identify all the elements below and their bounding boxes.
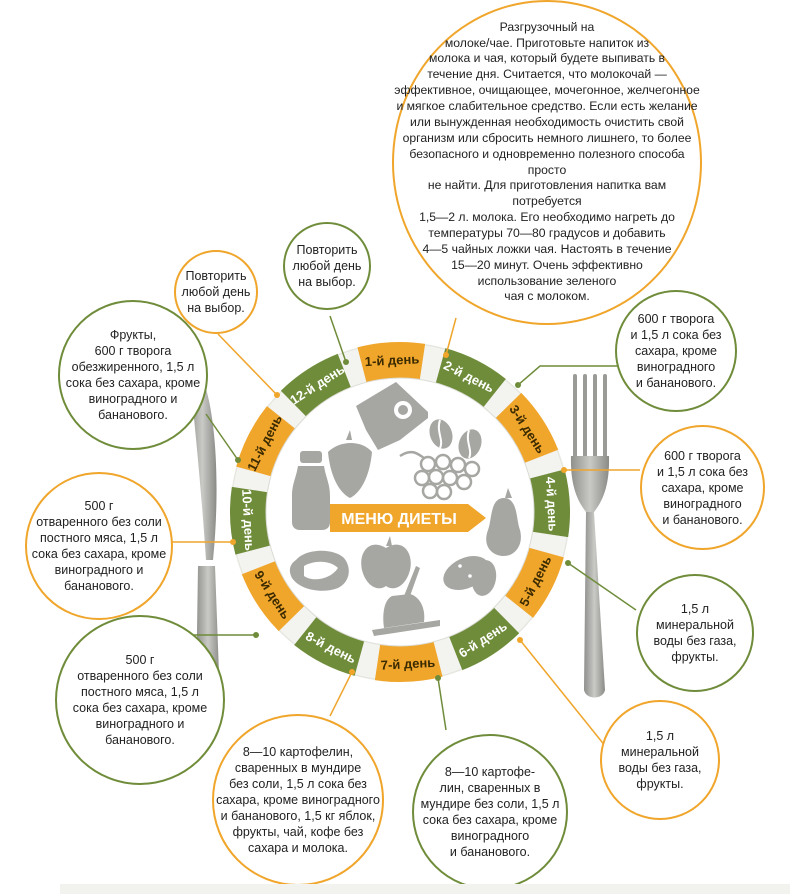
day-segment-9	[241, 561, 305, 632]
connector-dot-day8	[253, 632, 259, 638]
day-segment-10	[229, 486, 271, 555]
potatoes-icon	[443, 556, 497, 596]
footer-strip	[60, 884, 790, 894]
day-segment-8	[294, 616, 365, 676]
milk-bottle-icon	[292, 451, 330, 530]
description-text-day9: 500 г отваренного без соли постного мяса…	[31, 499, 167, 593]
description-bubble-day8: 500 г отваренного без соли постного мяса…	[55, 615, 225, 785]
connector-dot-day2	[515, 382, 521, 388]
day-label-1: 1-й день	[364, 351, 419, 369]
connector-day11	[217, 333, 278, 396]
strawberry-icon	[328, 430, 372, 498]
description-text-day2: 600 г творога и 1,5 л сока без сахара, к…	[630, 312, 722, 390]
connector-dot-day1	[443, 352, 449, 358]
meat-icon	[289, 550, 349, 591]
connector-day10	[205, 413, 239, 461]
description-bubble-day6: 8—10 картофе- лин, сваренных в мундире б…	[412, 734, 568, 890]
day-segment-6	[449, 607, 520, 671]
connector-dot-day6	[435, 675, 441, 681]
apple-icon	[361, 536, 411, 589]
connector-dot-day4	[565, 560, 571, 566]
connector-dot-day5	[517, 637, 523, 643]
day-segment-1	[357, 342, 426, 383]
pear-icon	[486, 488, 521, 556]
connector-dot-day3	[561, 467, 567, 473]
day-segment-2	[435, 348, 506, 408]
menu-title: МЕНЮ ДИЕТЫ	[341, 511, 457, 528]
sour-cream-icon	[372, 566, 440, 636]
description-text-day8: 500 г отваренного без соли постного мяса…	[72, 653, 208, 747]
coffee-beans-icon	[429, 419, 482, 459]
connector-day4	[567, 562, 637, 611]
description-bubble-day3: 600 г творога и 1,5 л сока без сахара, к…	[640, 425, 765, 550]
day-label-4: 4-й день	[543, 476, 561, 531]
day-label-7: 7-й день	[380, 655, 435, 673]
description-text-day12: Повторить любой день на выбор.	[292, 243, 362, 289]
description-bubble-day1: Разгрузочный на молоке/чае. Приготовьте …	[392, 0, 702, 325]
description-bubble-day12: Повторить любой день на выбор.	[283, 222, 371, 310]
day-segment-11	[236, 406, 296, 477]
fork-icon	[570, 374, 610, 698]
day-segment-7	[374, 641, 443, 682]
connector-dot-day7	[349, 669, 355, 675]
description-text-day11: Повторить любой день на выбор.	[181, 269, 251, 315]
day-segment-12	[280, 353, 351, 417]
milk-carton-icon	[356, 382, 428, 450]
connector-day1	[445, 317, 457, 356]
connector-dot-day11	[274, 392, 280, 398]
description-bubble-day10: Фрукты, 600 г творога обезжиренного, 1,5…	[58, 300, 208, 450]
description-bubble-day7: 8—10 картофелин, сваренных в мундире без…	[212, 714, 384, 886]
description-text-day1: Разгрузочный на молоке/чае. Приготовьте …	[394, 19, 700, 304]
connector-dot-day12	[343, 359, 349, 365]
day-segment-3	[495, 392, 559, 463]
description-bubble-day11: Повторить любой день на выбор.	[174, 250, 258, 334]
description-text-day6: 8—10 картофе- лин, сваренных в мундире б…	[420, 765, 560, 859]
connector-day2	[517, 365, 620, 386]
day-label-10: 10-й день	[239, 489, 257, 551]
grapes-icon	[399, 450, 481, 501]
description-text-day5: 1,5 л минеральной воды без газа, фрукты.	[618, 729, 702, 791]
connector-dot-day9	[230, 539, 236, 545]
description-text-day10: Фрукты, 600 г творога обезжиренного, 1,5…	[65, 328, 201, 422]
description-bubble-day4: 1,5 л минеральной воды без газа, фрукты.	[636, 574, 754, 692]
day-segment-5	[504, 547, 564, 618]
connector-day12	[329, 315, 347, 363]
description-text-day4: 1,5 л минеральной воды без газа, фрукты.	[653, 602, 737, 664]
description-text-day7: 8—10 картофелин, сваренных в мундире без…	[216, 745, 380, 855]
connector-day7	[329, 671, 353, 717]
connector-day6	[437, 677, 447, 731]
description-bubble-day9: 500 г отваренного без соли постного мяса…	[25, 472, 173, 620]
description-bubble-day5: 1,5 л минеральной воды без газа, фрукты.	[600, 700, 720, 820]
connector-lines	[168, 315, 640, 753]
connector-dot-day10	[235, 457, 241, 463]
menu-banner: МЕНЮ ДИЕТЫ	[330, 504, 486, 532]
description-bubble-day2: 600 г творога и 1,5 л сока без сахара, к…	[615, 290, 737, 412]
connector-day5	[519, 639, 611, 753]
description-text-day3: 600 г творога и 1,5 л сока без сахара, к…	[656, 448, 748, 527]
day-segment-4	[529, 469, 570, 538]
